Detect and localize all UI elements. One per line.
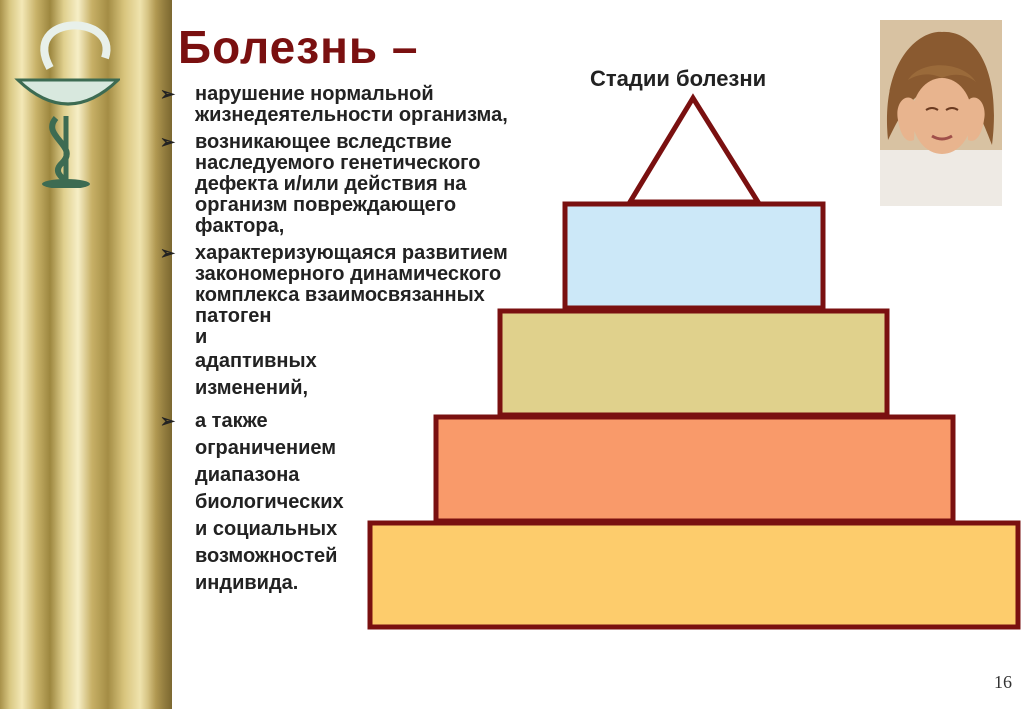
arrow-bullet-icon: ➢ xyxy=(160,132,176,152)
bullet-text-line: адаптивных xyxy=(195,350,317,372)
bullet-text: возникающее вследствие наследуемого гене… xyxy=(195,131,481,237)
list-item: ➢ нарушение нормальной жизнедеятельности… xyxy=(160,84,540,126)
diagram-title: Стадии болезни xyxy=(590,66,767,91)
bullet-text: характеризующаяся развитием закономерног… xyxy=(195,242,508,327)
bowl-of-hygieia-icon xyxy=(14,21,120,188)
bullet-text-line: диапазона xyxy=(195,464,300,486)
bullet-text: нарушение нормальной жизнедеятельности о… xyxy=(195,83,508,126)
decorative-column xyxy=(0,0,172,709)
definition-list: ➢ нарушение нормальной жизнедеятельности… xyxy=(160,84,540,603)
list-item: ➢ а также ограничением диапазона биологи… xyxy=(160,408,540,597)
pyramid-level-3 xyxy=(497,308,890,418)
pyramid-level-5 xyxy=(367,520,1021,630)
bullet-text-line: ограничением xyxy=(195,437,337,459)
pyramid-level-4 xyxy=(433,414,956,524)
bullet-text-line: возможностей xyxy=(195,545,338,567)
bullet-text-line: индивида. xyxy=(195,572,299,594)
woman-headache-photo xyxy=(880,20,1002,206)
bullet-text-line: и xyxy=(195,326,208,348)
bullet-text-line: и социальных xyxy=(195,518,338,540)
column-shadow xyxy=(148,0,172,709)
bullet-text-line: изменений, xyxy=(195,377,309,399)
list-item: ➢ возникающее вследствие наследуемого ге… xyxy=(160,132,540,237)
pyramid-level-1 xyxy=(625,93,763,205)
page-number: 16 xyxy=(994,672,1012,692)
list-item: ➢ характеризующаяся развитием закономерн… xyxy=(160,243,540,402)
bullet-text: а также xyxy=(195,410,268,432)
pyramid-level-2 xyxy=(562,201,826,311)
slide-title: Болезнь – xyxy=(178,21,419,73)
arrow-bullet-icon: ➢ xyxy=(160,411,176,431)
arrow-bullet-icon: ➢ xyxy=(160,84,176,104)
bullet-text-line: биологических xyxy=(195,491,344,513)
arrow-bullet-icon: ➢ xyxy=(160,243,176,263)
